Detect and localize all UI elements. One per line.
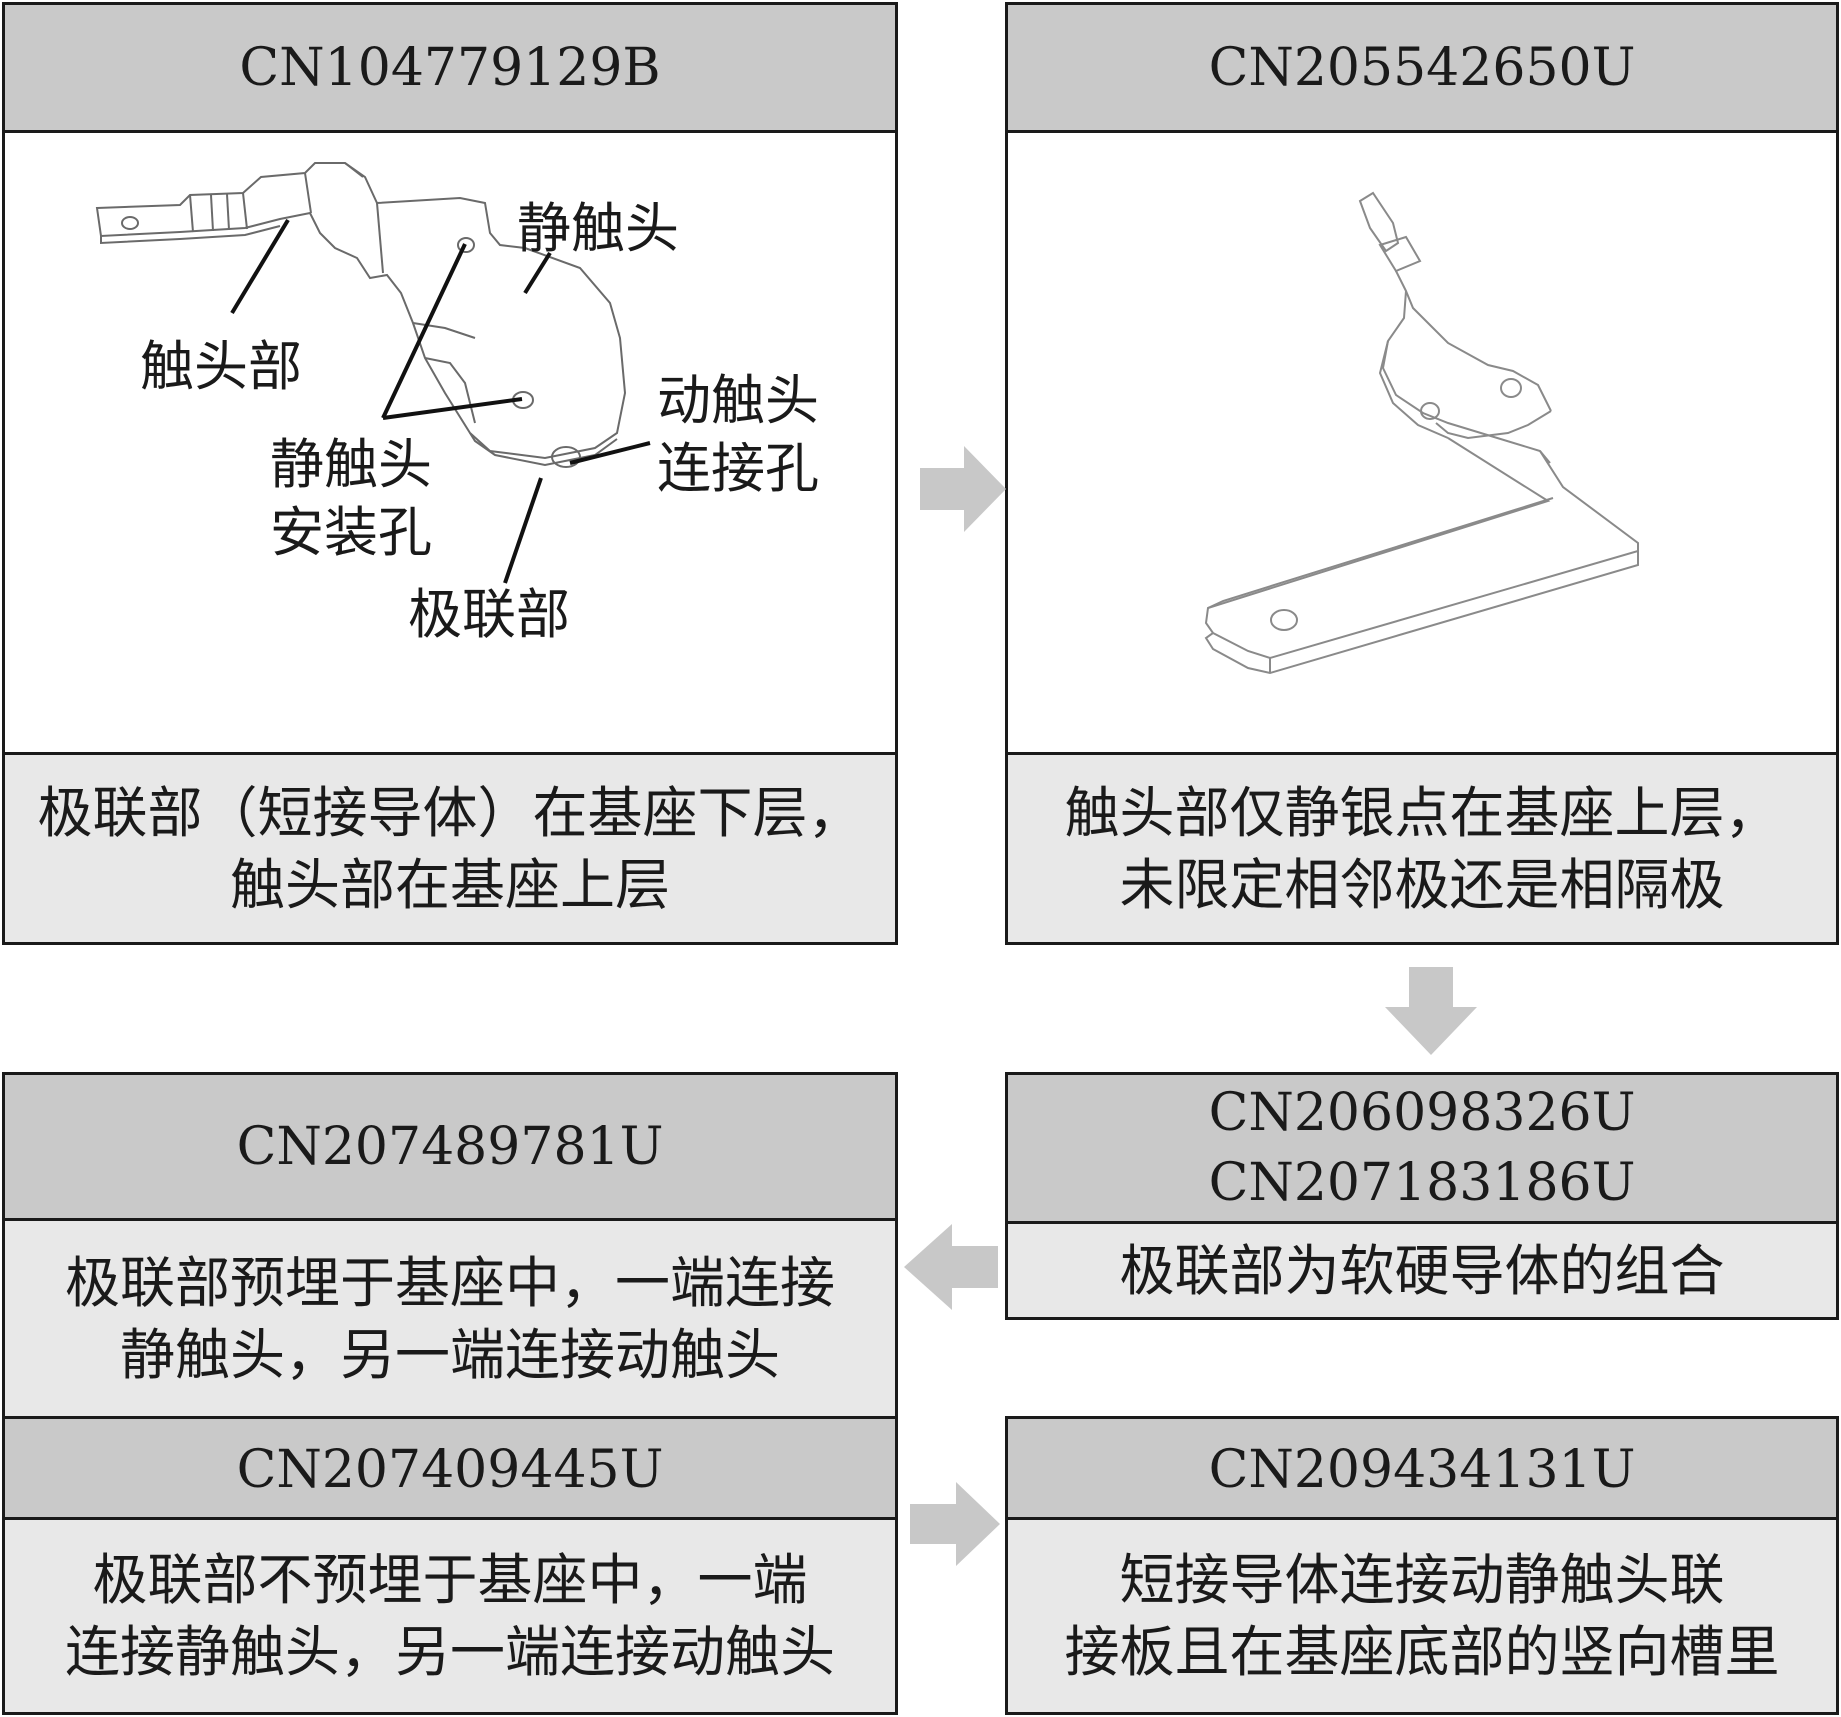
label-static-contact-hole-2: 安装孔 (270, 501, 432, 564)
box-header: CN206098326U CN207183186U (1008, 1075, 1836, 1224)
desc-line: 未限定相邻极还是相隔极 (1119, 852, 1725, 917)
patent-number: CN207409445U (236, 1439, 664, 1500)
conductor-drawing (1204, 191, 1639, 675)
patent-number: CN205542650U (1208, 37, 1636, 98)
patent-number: CN207489781U (236, 1116, 664, 1177)
label-static-contact-hole-1: 静触头 (270, 433, 432, 496)
arrow-left-icon (904, 1224, 998, 1310)
box-cn205542650u: CN205542650U 触头部仅静银点在基座上层， 未限定相邻极还是相隔极 (1005, 2, 1839, 945)
arrow-right-icon (920, 446, 1006, 532)
box-cn209434131u: CN209434131U 短接导体连接动静触头联 接板且在基座底部的竖向槽里 (1005, 1416, 1839, 1715)
box-header: CN207489781U (5, 1075, 895, 1221)
conductor-figure (1008, 133, 1836, 757)
box-cn207489781u: CN207489781U 极联部预埋于基座中，一端连接 静触头，另一端连接动触头 (2, 1072, 898, 1419)
box-cn104779129b: CN104779129B (2, 2, 898, 945)
desc-line: 触头部仅静银点在基座上层， (1064, 780, 1780, 845)
contact-drawing (95, 162, 651, 584)
desc-line: 静触头，另一端连接动触头 (119, 1322, 780, 1387)
label-pole-link-part: 极联部 (408, 583, 570, 646)
box-description: 极联部为软硬导体的组合 (1008, 1221, 1836, 1317)
box-description: 极联部预埋于基座中，一端连接 静触头，另一端连接动触头 (5, 1218, 895, 1416)
label-moving-contact-hole-2: 连接孔 (657, 437, 819, 500)
desc-line: 极联部预埋于基座中，一端连接 (64, 1250, 835, 1315)
patent-number: CN206098326U (1208, 1083, 1636, 1143)
label-moving-contact-hole-1: 动触头 (657, 369, 819, 432)
contact-part-figure: 静触头 触头部 动触头 连接孔 静触头 安装孔 极联部 (5, 133, 895, 757)
desc-line: 极联部不预埋于基座中，一端 (92, 1548, 808, 1612)
box-description: 极联部不预埋于基座中，一端 连接静触头，另一端连接动触头 (5, 1517, 895, 1712)
desc-line: 连接静触头，另一端连接动触头 (64, 1620, 835, 1684)
desc-line: 接板且在基座底部的竖向槽里 (1064, 1620, 1780, 1684)
box-description: 短接导体连接动静触头联 接板且在基座底部的竖向槽里 (1008, 1517, 1836, 1712)
label-contact-part: 触头部 (140, 335, 302, 398)
desc-line: 触头部在基座上层 (229, 852, 670, 917)
box-header: CN207409445U (5, 1419, 895, 1523)
box-header: CN205542650U (1008, 5, 1836, 133)
arrow-down-icon (1385, 967, 1477, 1055)
box-header: CN209434131U (1008, 1419, 1836, 1523)
box-description: 触头部仅静银点在基座上层， 未限定相邻极还是相隔极 (1008, 752, 1836, 942)
desc-line: 极联部（短接导体）在基座下层， (37, 780, 863, 845)
desc-line: 极联部为软硬导体的组合 (1119, 1238, 1725, 1303)
desc-line: 短接导体连接动静触头联 (1119, 1548, 1725, 1612)
box-header: CN104779129B (5, 5, 895, 133)
patent-number: CN207183186U (1208, 1153, 1636, 1213)
box-cn207409445u: CN207409445U 极联部不预埋于基座中，一端 连接静触头，另一端连接动触… (2, 1416, 898, 1715)
arrow-right-icon (910, 1482, 1000, 1566)
patent-number: CN209434131U (1208, 1439, 1636, 1500)
label-static-contact: 静触头 (517, 197, 679, 260)
patent-number: CN104779129B (239, 37, 661, 98)
box-cn206098326u: CN206098326U CN207183186U 极联部为软硬导体的组合 (1005, 1072, 1839, 1320)
box-description: 极联部（短接导体）在基座下层， 触头部在基座上层 (5, 752, 895, 942)
